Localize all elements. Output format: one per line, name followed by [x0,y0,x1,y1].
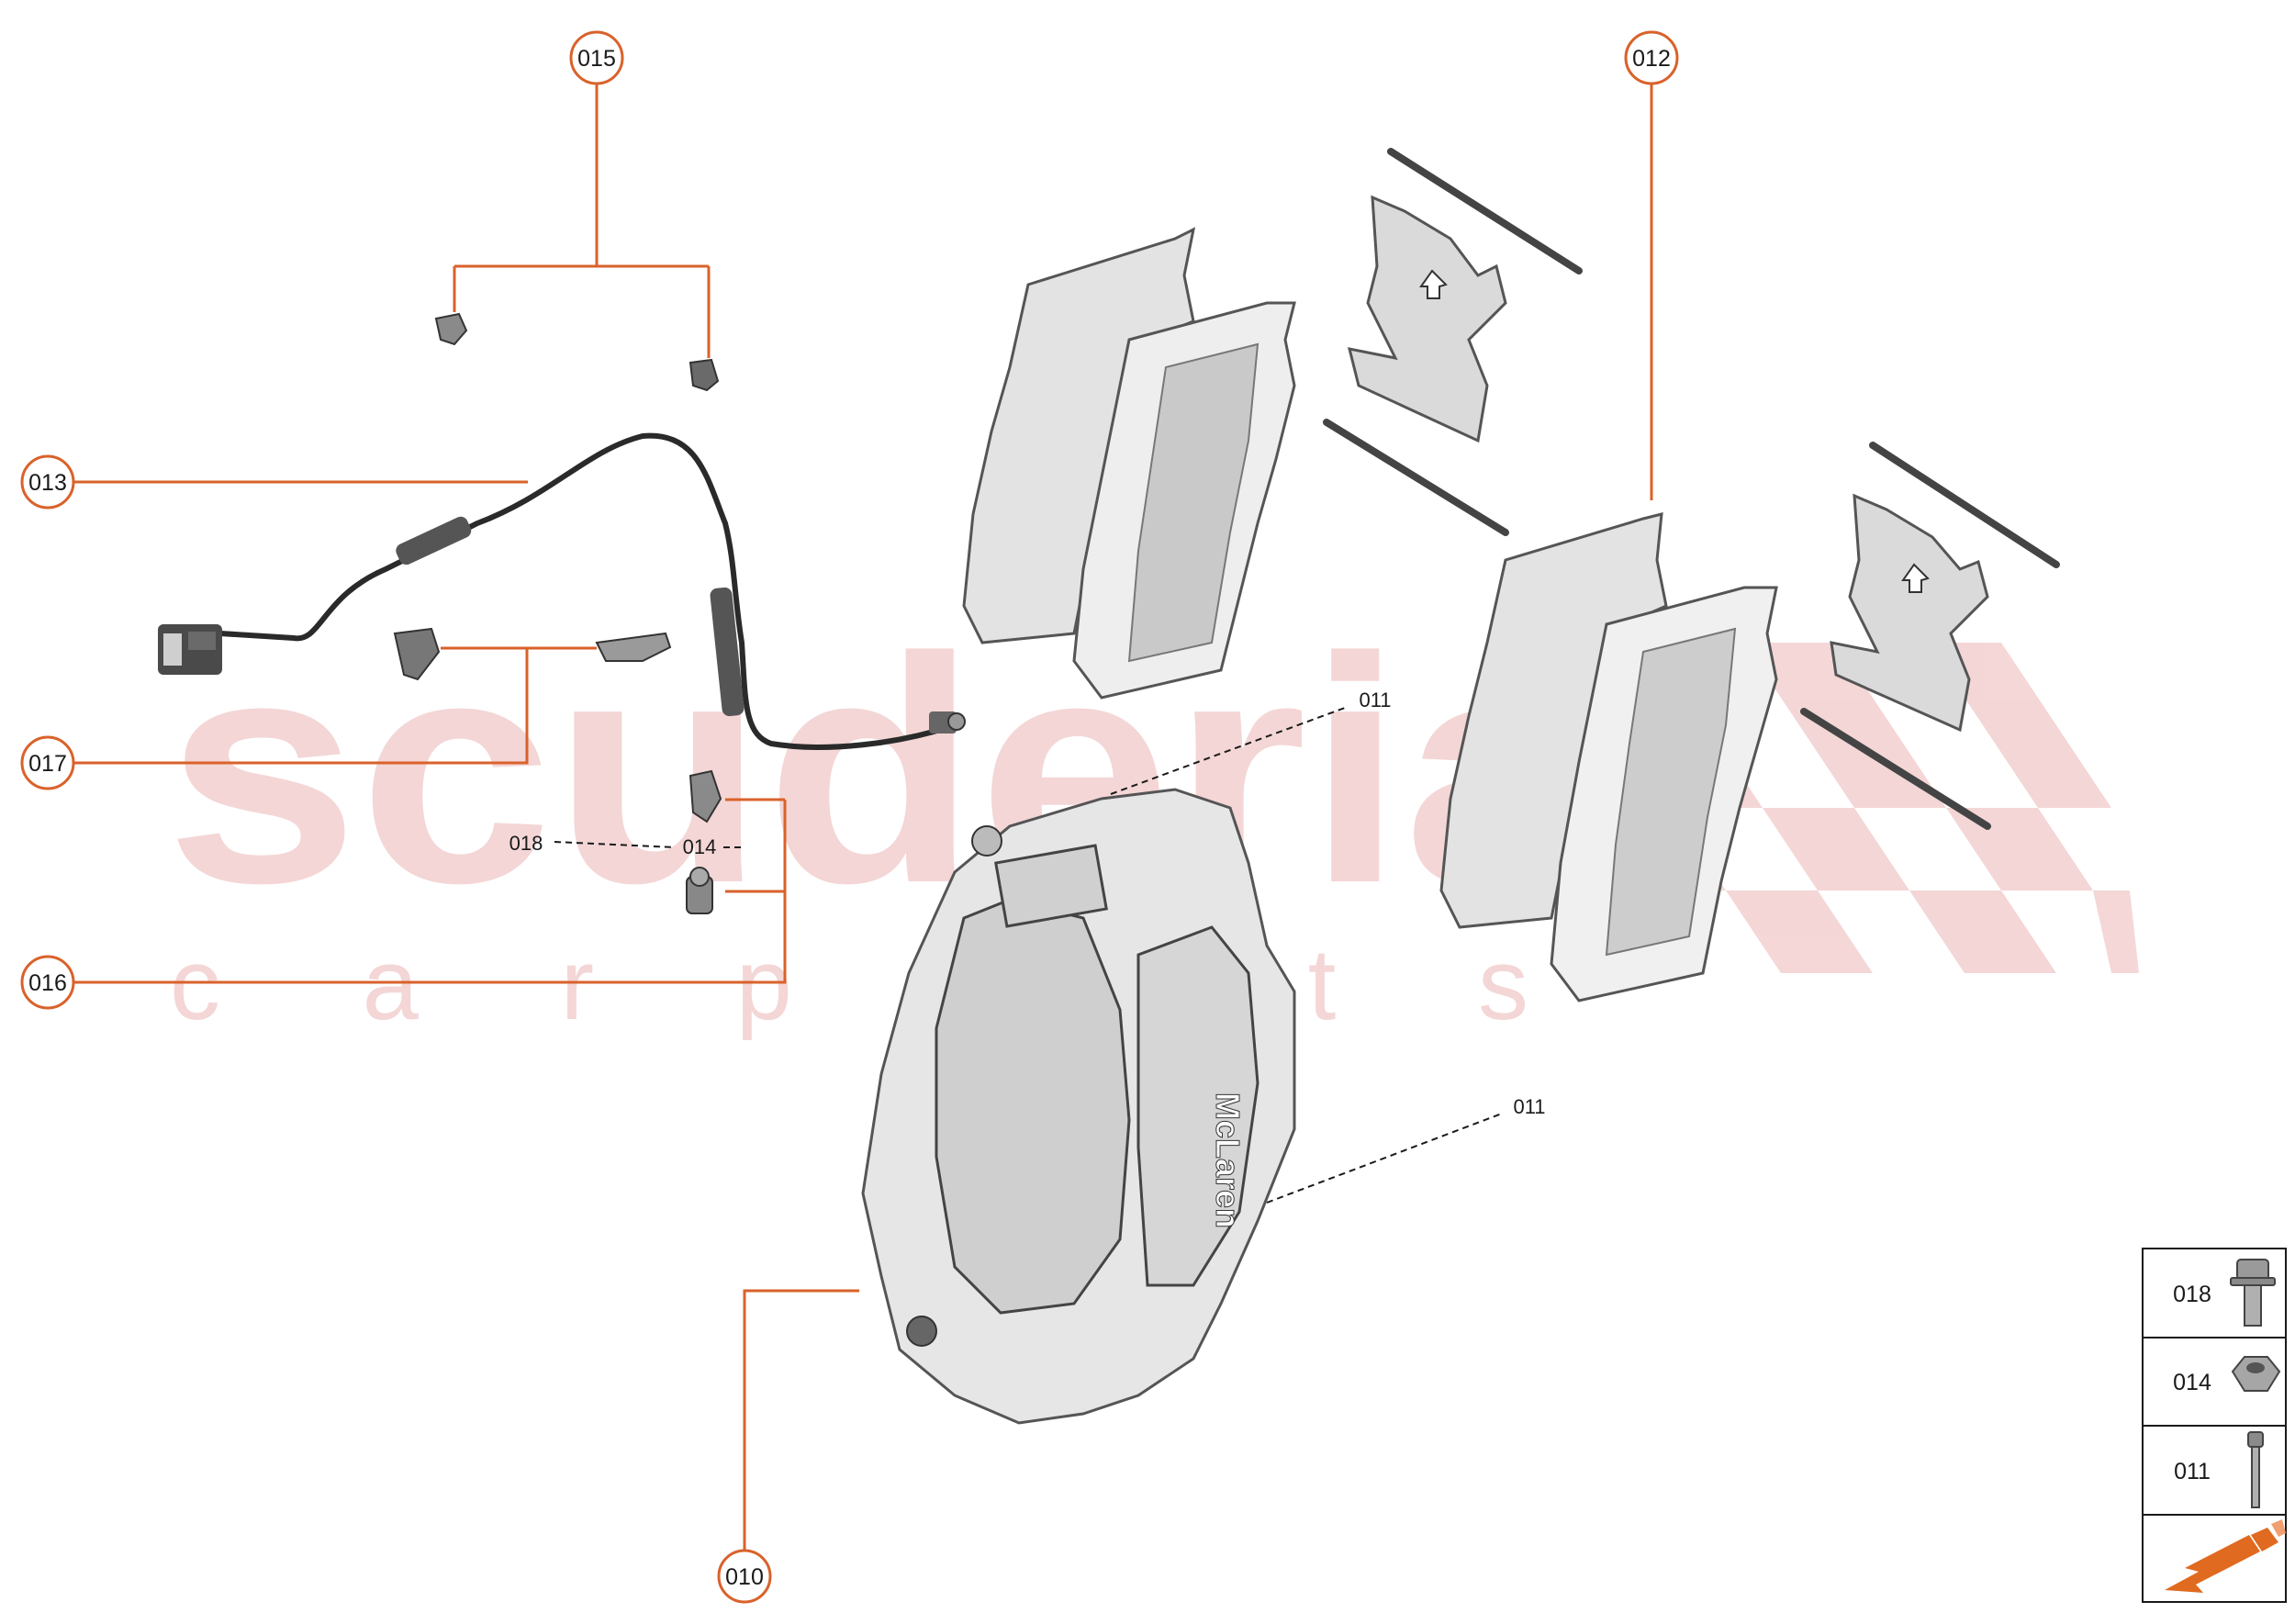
flange-bolt-icon [2230,1259,2276,1327]
checkered-flag-graphic [1561,643,2139,973]
clip-017-left [393,627,441,681]
bolt-016-lower [686,867,713,914]
leader-010 [743,1289,859,1551]
callout-010[interactable]: 010 [717,1549,772,1604]
clip-015-left [434,312,468,346]
guide-pin-lower [1323,419,1509,536]
callout-013-label: 013 [28,470,67,496]
callout-017-label: 017 [28,751,67,777]
dash-018-014 [554,841,676,848]
anti-rattle-spring [1347,195,1507,443]
callout-015[interactable]: 015 [569,30,624,85]
direction-arrow-icon[interactable] [2165,1519,2286,1593]
reference-dashes [554,707,1503,1204]
legend-row-014[interactable]: 014 [2173,1356,2281,1395]
arrow-marker [1901,563,1930,593]
ref-018[interactable]: 018 [509,832,543,855]
reference-labels: 011 011 018 014 [509,689,1546,1118]
dash-011-lower [1266,1113,1503,1204]
brake-pad-set-left [962,148,1583,700]
callout-016-label: 016 [28,970,67,996]
leader-017 [73,646,597,765]
callout-010-label: 010 [725,1564,764,1590]
caliper-bridge [994,844,1108,928]
long-bolt-icon [2247,1431,2264,1508]
caliper-side-arm [1136,925,1259,1287]
brake-pad-friction-material [1127,342,1259,663]
callout-015-label: 015 [577,46,616,72]
sensor-sleeve-upper [396,516,472,566]
caliper-inner-window [935,898,1131,1315]
ref-011-lower[interactable]: 011 [1513,1095,1545,1118]
legend-row-018[interactable]: 018 [2173,1259,2276,1327]
dash-011-upper [1110,707,1346,795]
bleed-nipple [971,825,1002,857]
fastener-legend: 018 014 011 [2142,1248,2287,1603]
watermark-sub-text: c a r p a r t s [170,928,1528,1041]
legend-label-011: 011 [2174,1459,2211,1484]
legend-label-018: 018 [2173,1282,2211,1307]
brake-pad-friction-material [1605,627,1737,957]
callout-013[interactable]: 013 [20,454,75,510]
leader-016 [73,798,787,984]
callout-012[interactable]: 012 [1624,30,1679,85]
caliper-logo: McLaren [1209,1092,1247,1228]
arrow-marker [1419,269,1448,299]
legend-row-011[interactable]: 011 [2174,1431,2264,1508]
leader-lines [73,84,1653,1551]
ref-014[interactable]: 014 [683,835,717,858]
hex-nut-icon [2231,1356,2281,1392]
legend-label-014: 014 [2173,1370,2211,1395]
ref-011-upper[interactable]: 011 [1359,689,1391,711]
callouts: 015 012 013 017 016 010 [20,30,1679,1604]
callout-016[interactable]: 016 [20,955,75,1010]
callout-017[interactable]: 017 [20,735,75,790]
clip-017-right [595,632,672,662]
clip-016-upper [688,769,722,823]
clip-015-right [688,358,720,392]
brake-pad-set-right [1439,442,2060,1002]
wear-sensor-cable [158,432,966,750]
leader-015 [453,84,711,358]
guide-pin-lower [1800,708,1991,830]
callout-012-label: 012 [1632,46,1671,72]
guide-pin-upper [1869,442,2060,568]
electrical-connector [158,624,222,675]
anti-rattle-spring [1830,493,1989,733]
watermark-main-text: scuderia [165,591,1599,950]
sensor-wire [218,432,957,750]
sensor-sleeve-lower [710,587,744,717]
brake-caliper: McLaren [861,788,1296,1425]
guide-pin-upper [1387,148,1583,274]
sensor-probe [929,711,966,734]
caliper-mount-hole [906,1316,937,1347]
